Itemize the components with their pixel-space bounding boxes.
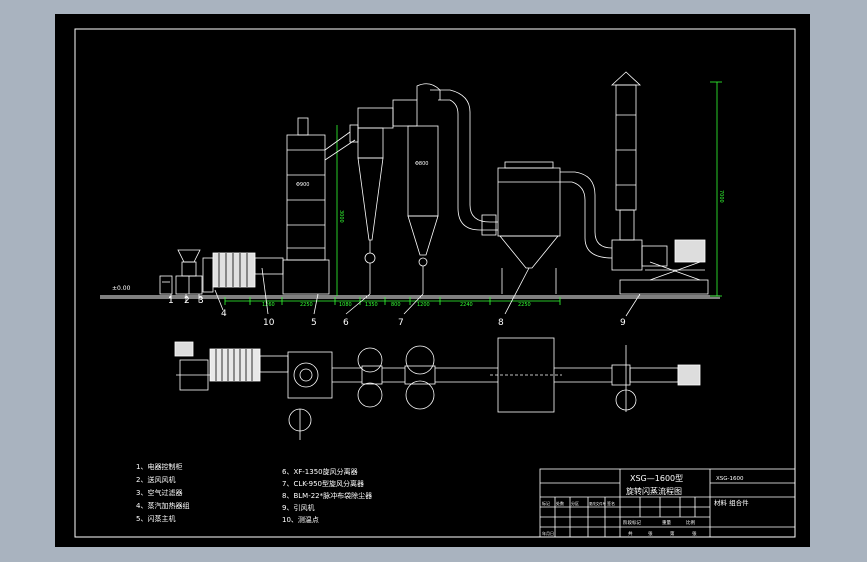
legend-item: 8、BLM-22*脉冲布袋除尘器 (282, 491, 372, 500)
legend-item: 9、引风机 (282, 503, 314, 512)
ground-level-label: ±0.00 (112, 285, 131, 292)
dim-label: 2240 (460, 302, 473, 308)
row-label: 处数 (556, 500, 564, 506)
plan-view (174, 337, 701, 440)
dim-label: 1260 (262, 302, 275, 308)
legend-item: 6、XF-1350旋风分离器 (282, 467, 358, 476)
legend-item: 4、蒸汽加热器组 (136, 501, 189, 510)
cyclone-diameter-label: Φ800 (415, 161, 428, 167)
row-label: 标记 (542, 500, 550, 506)
row-label: 签名 (607, 500, 615, 506)
column-diameter-label: Φ900 (296, 182, 309, 188)
title-block (539, 468, 796, 538)
callout-5: 5 (311, 318, 317, 328)
callout-4: 4 (221, 309, 227, 319)
legend-item: 10、测温点 (282, 515, 319, 524)
stage-label: 比例 (686, 519, 695, 526)
drawing-frame (74, 28, 796, 538)
row-label: 更改文件号 (589, 501, 607, 506)
stage-label: 阶段标记 (623, 519, 641, 526)
legend-item: 2、送风风机 (136, 475, 175, 484)
chimney (610, 71, 642, 241)
legend-item: 3、空气过滤器 (136, 488, 182, 497)
sheet-label: 张 (648, 530, 653, 537)
dim-label: 2250 (518, 302, 531, 308)
control-cabinet (159, 275, 173, 295)
elevation-label: 7000 (718, 190, 724, 203)
legend-item: 5、闪蒸主机 (136, 514, 175, 523)
induced-fan (611, 239, 709, 295)
material-label: 材料 组合件 (714, 498, 749, 507)
dim-label: 1350 (365, 302, 378, 308)
callout-1: 1 (168, 296, 174, 306)
blower-fan (175, 249, 203, 295)
legend-right: 6、XF-1350旋风分离器 7、CLK-950型旋风分离器 8、BLM-22*… (282, 467, 372, 524)
callout-10: 10 (263, 318, 275, 328)
callout-6: 6 (343, 318, 349, 328)
row-label: 年月日 (542, 530, 554, 536)
drawing-number: XSG-1600 (716, 476, 744, 482)
callout-labels: 1 2 3 4 10 5 6 7 8 9 (168, 296, 626, 328)
drawing-sheet (55, 14, 810, 547)
callout-3: 3 (198, 296, 204, 306)
sheet-label: 共 (628, 530, 633, 537)
dimension-chain (224, 81, 722, 305)
bag-filter (497, 161, 561, 294)
dim-label: 800 (391, 302, 401, 308)
cyclone-separator-2 (392, 83, 441, 294)
dim-label: 1200 (417, 302, 430, 308)
steam-heater (202, 252, 284, 293)
flash-dryer-column (282, 117, 359, 295)
outlet-duct (560, 171, 613, 259)
dim-label: 1080 (339, 302, 352, 308)
callouts (170, 267, 641, 317)
dim-label: 2250 (300, 302, 313, 308)
legend-left: 1、电器控制柜 2、送风风机 3、空气过滤器 4、蒸汽加热器组 5、闪蒸主机 (136, 462, 189, 523)
air-duct (430, 89, 498, 236)
row-label: 分区 (571, 500, 579, 506)
callout-9: 9 (620, 318, 626, 328)
model-title: XSG—1600型 (630, 474, 683, 483)
legend-item: 7、CLK-950型旋风分离器 (282, 479, 364, 488)
callout-2: 2 (184, 296, 190, 306)
callout-7: 7 (398, 318, 404, 328)
callout-8: 8 (498, 318, 504, 328)
sheet-count-labels: 共 张 第 张 (628, 530, 697, 537)
stage-labels: 阶段标记 重量 比例 (623, 519, 695, 526)
dimension-labels: 1260 2250 1080 1350 800 1200 2240 2250 7… (262, 190, 724, 308)
legend-item: 1、电器控制柜 (136, 462, 182, 471)
drawing-title: 旋转闪蒸流程图 (626, 486, 682, 496)
revision-row-labels: 标记 处数 分区 更改文件号 签名 年月日 (542, 500, 615, 536)
stage-label: 重量 (662, 519, 671, 526)
elevation-label: 3000 (338, 210, 344, 223)
sheet-label: 张 (692, 530, 697, 537)
sheet-label: 第 (670, 530, 675, 537)
